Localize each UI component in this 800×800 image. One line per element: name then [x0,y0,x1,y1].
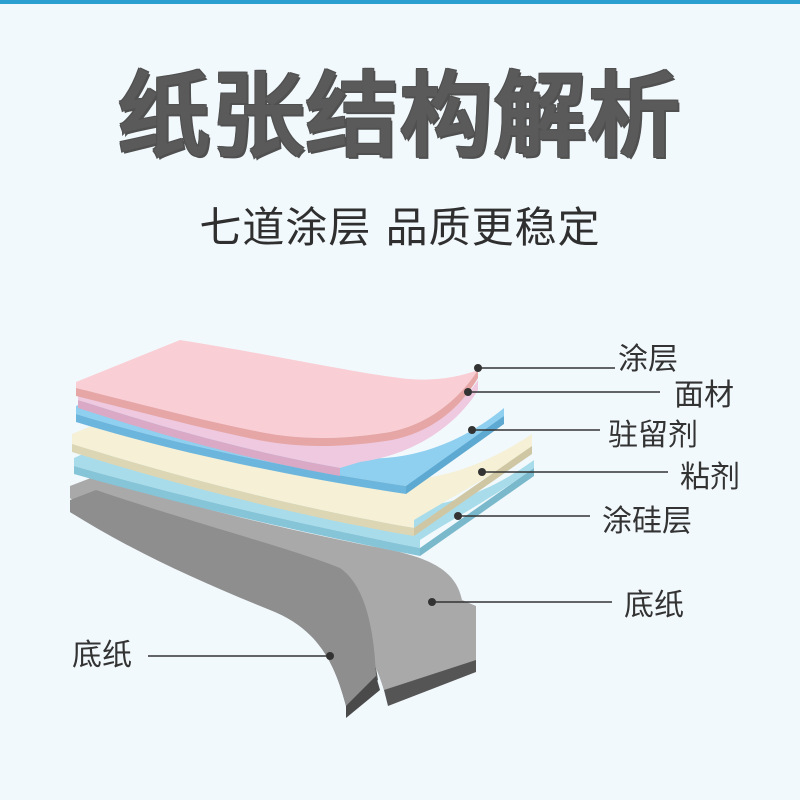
face-material-layer [78,380,478,476]
top-accent-border [0,0,800,4]
dot-face-material [464,388,472,396]
page-title: 纸张结构解析 [117,63,682,170]
backing-paper-layer [70,476,476,718]
leader-dots [326,364,486,660]
dot-adhesive [478,468,486,476]
label-coating: 涂层 [618,342,678,377]
retention-agent-layer [76,396,504,494]
dot-silicone [454,512,462,520]
page-subtitle: 七道涂层 品质更稳定 [199,203,601,252]
leader-lines [148,367,668,657]
coating-layer [76,340,478,446]
dot-coating [474,364,482,372]
label-silicone: 涂硅层 [602,504,692,539]
label-adhesive: 粘剂 [680,460,740,495]
dot-backing-right [428,598,436,606]
dot-backing-left [326,652,334,660]
label-retention-agent: 驻留剂 [608,418,698,453]
label-face-material: 面材 [674,378,734,413]
dot-retention-agent [468,426,476,434]
label-backing-right: 底纸 [624,588,684,623]
label-backing-left: 底纸 [72,638,132,673]
